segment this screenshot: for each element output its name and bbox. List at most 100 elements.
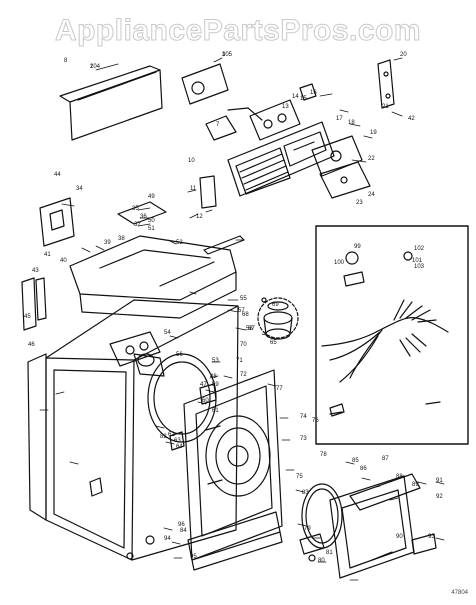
callout-37: 37: [134, 222, 141, 228]
callout-70: 70: [240, 342, 247, 348]
callout-50: 50: [148, 218, 155, 224]
callout-41: 41: [44, 252, 51, 258]
callout-87: 87: [382, 456, 389, 462]
leader-lines: [39, 57, 445, 581]
callout-3: 3: [222, 52, 226, 58]
knob-plate: [311, 135, 363, 177]
callout-105: 105: [222, 52, 233, 58]
callout-23: 23: [356, 200, 363, 206]
callout-103: 103: [414, 264, 425, 270]
callout-40: 40: [60, 258, 67, 264]
callout-16: 16: [310, 90, 317, 96]
callout-20: 20: [400, 52, 407, 58]
callout-49: 49: [148, 194, 155, 200]
callout-7: 7: [216, 122, 220, 128]
callout-65: 65: [270, 340, 277, 346]
callout-82: 82: [160, 434, 167, 440]
callout-44: 44: [54, 172, 61, 178]
callout-64: 64: [176, 444, 183, 450]
callout-62: 62: [168, 432, 175, 438]
callout-46: 46: [28, 342, 35, 348]
callout-15: 15: [300, 96, 307, 102]
callout-55: 55: [240, 296, 247, 302]
kick-plate: [187, 511, 283, 571]
wiring-harness-box: [315, 225, 469, 445]
figure-code: 47804: [451, 590, 468, 596]
front-panel: [183, 369, 283, 561]
callout-45: 45: [24, 314, 31, 320]
callout-90: 90: [396, 534, 403, 540]
callout-78: 78: [320, 452, 327, 458]
top-cover: [69, 235, 237, 319]
callout-8: 8: [64, 58, 68, 64]
callout-95: 95: [190, 554, 197, 560]
callout-79: 79: [304, 526, 311, 532]
callout-35: 35: [132, 206, 139, 212]
callout-47: 47: [200, 382, 207, 388]
callout-102: 102: [414, 246, 425, 252]
callout-48: 48: [210, 374, 217, 380]
callout-68: 68: [242, 312, 249, 318]
callout-71: 71: [236, 358, 243, 364]
callout-43: 43: [32, 268, 39, 274]
left-bracket: [39, 197, 75, 247]
hardware-bits: [126, 297, 325, 562]
callout-72: 72: [240, 372, 247, 378]
callout-96: 96: [178, 522, 185, 528]
callout-75: 75: [296, 474, 303, 480]
console-grille: [227, 121, 335, 197]
callout-81: 81: [326, 550, 333, 556]
callout-80: 80: [318, 558, 325, 564]
callout-19: 19: [370, 130, 377, 136]
callout-89: 89: [412, 482, 419, 488]
callout-88: 88: [396, 474, 403, 480]
hinge-plate: [109, 331, 165, 377]
callout-labels: 2382021716151413171819422210111223243444…: [24, 52, 443, 564]
relay-block: [319, 161, 371, 199]
callout-67: 67: [248, 326, 255, 332]
callout-24: 24: [368, 192, 375, 198]
callout-17: 17: [336, 116, 343, 122]
switch-cluster: [249, 83, 317, 141]
door-handle: [411, 533, 437, 555]
callout-11: 11: [190, 186, 197, 192]
timer-bracket: [181, 63, 263, 141]
callout-21: 21: [382, 104, 389, 110]
callout-77: 77: [276, 386, 283, 392]
callout-85: 85: [352, 458, 359, 464]
callout-59: 59: [212, 382, 219, 388]
callout-14: 14: [292, 94, 299, 100]
callout-2: 2: [90, 64, 94, 70]
callout-69: 69: [272, 302, 279, 308]
door-switch: [377, 59, 395, 109]
callout-22: 22: [368, 156, 375, 162]
cabinet-body: [45, 299, 239, 561]
callout-13: 13: [282, 104, 289, 110]
callout-57: 57: [238, 308, 245, 314]
knob-left: [199, 175, 217, 209]
callout-63: 63: [174, 438, 181, 444]
top-plate: [117, 201, 167, 225]
callout-83: 83: [302, 490, 309, 496]
callout-100: 100: [334, 260, 345, 266]
callout-91: 91: [436, 478, 443, 484]
control-panel-rail: [59, 65, 163, 141]
callout-42: 42: [408, 116, 415, 122]
callout-12: 12: [196, 214, 203, 220]
callout-10: 10: [188, 158, 195, 164]
callout-86: 86: [360, 466, 367, 472]
callout-73: 73: [300, 436, 307, 442]
callout-54: 54: [164, 330, 171, 336]
callout-74: 74: [300, 414, 307, 420]
callout-51: 51: [148, 226, 155, 232]
callout-76: 76: [312, 418, 319, 424]
callout-38: 38: [118, 236, 125, 242]
callout-56: 56: [176, 352, 183, 358]
rod: [203, 235, 245, 255]
callout-34: 34: [76, 186, 83, 192]
callout-36: 36: [140, 214, 147, 220]
callout-92: 92: [436, 494, 443, 500]
callout-84: 84: [180, 528, 187, 534]
